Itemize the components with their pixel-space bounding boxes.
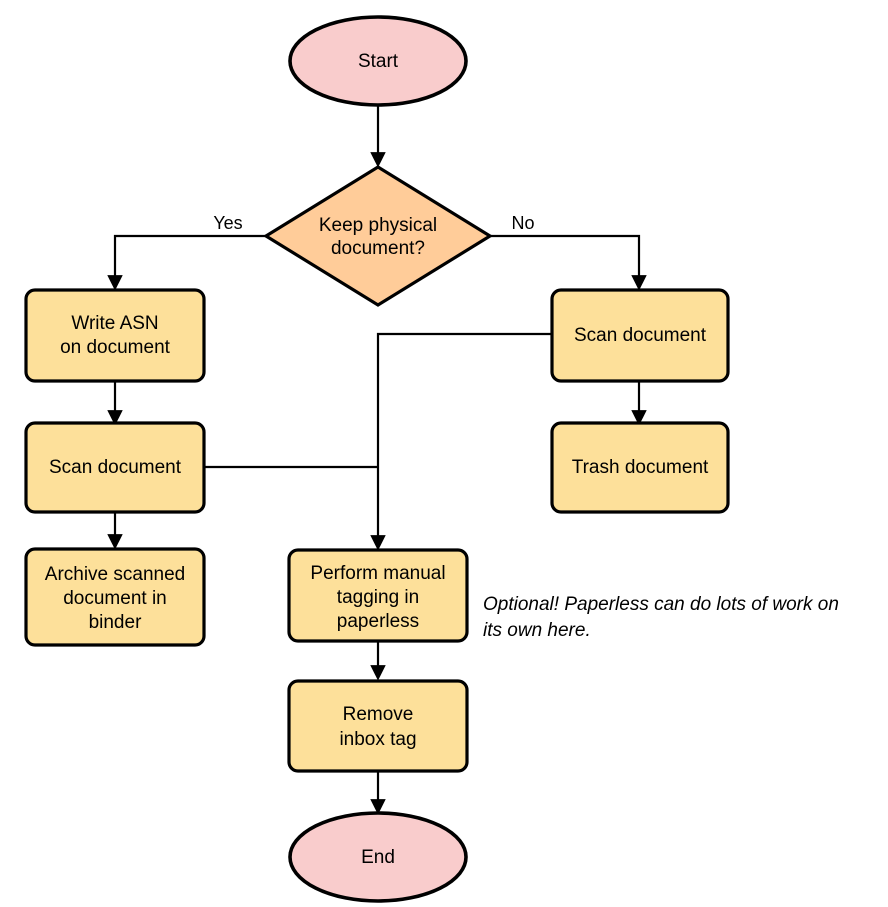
edge-label-layer: Yes No	[213, 213, 534, 233]
scan-document-left-box[interactable]	[24, 421, 206, 514]
end-label: End	[361, 847, 395, 868]
archive-label-line1: Archive scanned	[45, 564, 185, 585]
node-decision-keep-physical-document[interactable]: Keep physical document?	[262, 165, 494, 307]
edge-scan-right-to-tagging	[370, 332, 552, 551]
edge-yes-to-write-asn	[107, 234, 266, 291]
end-ellipse[interactable]	[288, 811, 468, 903]
edge-label-yes: Yes	[213, 213, 242, 233]
node-scan-document-left[interactable]: Scan document	[24, 421, 206, 514]
archive-label-line3: binder	[89, 612, 142, 633]
remove-inbox-tag-box[interactable]	[287, 679, 469, 773]
scan-document-left-label: Scan document	[49, 457, 182, 478]
scan-document-right-label: Scan document	[574, 325, 707, 346]
decision-diamond[interactable]	[262, 165, 494, 307]
trash-document-label: Trash document	[572, 457, 709, 478]
annotation-note: Optional! Paperless can do lots of work …	[483, 594, 839, 641]
node-write-asn[interactable]: Write ASN on document	[24, 288, 206, 383]
node-end[interactable]: End	[288, 811, 468, 903]
note-line-2: its own here.	[483, 620, 591, 641]
remove-inbox-label-line2: inbox tag	[339, 729, 416, 750]
archive-box[interactable]	[24, 547, 206, 647]
node-start[interactable]: Start	[288, 15, 468, 107]
tagging-label-line2: tagging in	[337, 587, 419, 608]
tagging-box[interactable]	[287, 548, 469, 643]
decision-label-line2: document?	[331, 238, 425, 259]
write-asn-label-line2: on document	[60, 337, 171, 358]
edge-layer	[107, 101, 647, 815]
trash-document-box[interactable]	[550, 421, 730, 514]
edge-no-to-scan-right	[490, 234, 647, 291]
edge-label-no: No	[511, 213, 534, 233]
start-label: Start	[358, 51, 399, 72]
scan-document-right-box[interactable]	[550, 288, 730, 383]
tagging-label-line3: paperless	[337, 611, 419, 632]
note-line-1: Optional! Paperless can do lots of work …	[483, 594, 839, 615]
tagging-label-line1: Perform manual	[310, 563, 445, 584]
node-perform-manual-tagging[interactable]: Perform manual tagging in paperless	[287, 548, 469, 643]
node-scan-document-right[interactable]: Scan document	[550, 288, 730, 383]
remove-inbox-label-line1: Remove	[343, 704, 414, 725]
node-remove-inbox-tag[interactable]: Remove inbox tag	[287, 679, 469, 773]
node-archive-scanned-document[interactable]: Archive scanned document in binder	[24, 547, 206, 647]
write-asn-label-line1: Write ASN	[71, 313, 158, 334]
write-asn-box[interactable]	[24, 288, 206, 383]
archive-label-line2: document in	[63, 588, 167, 609]
node-trash-document[interactable]: Trash document	[550, 421, 730, 514]
start-ellipse[interactable]	[288, 15, 468, 107]
decision-label-line1: Keep physical	[319, 215, 437, 236]
